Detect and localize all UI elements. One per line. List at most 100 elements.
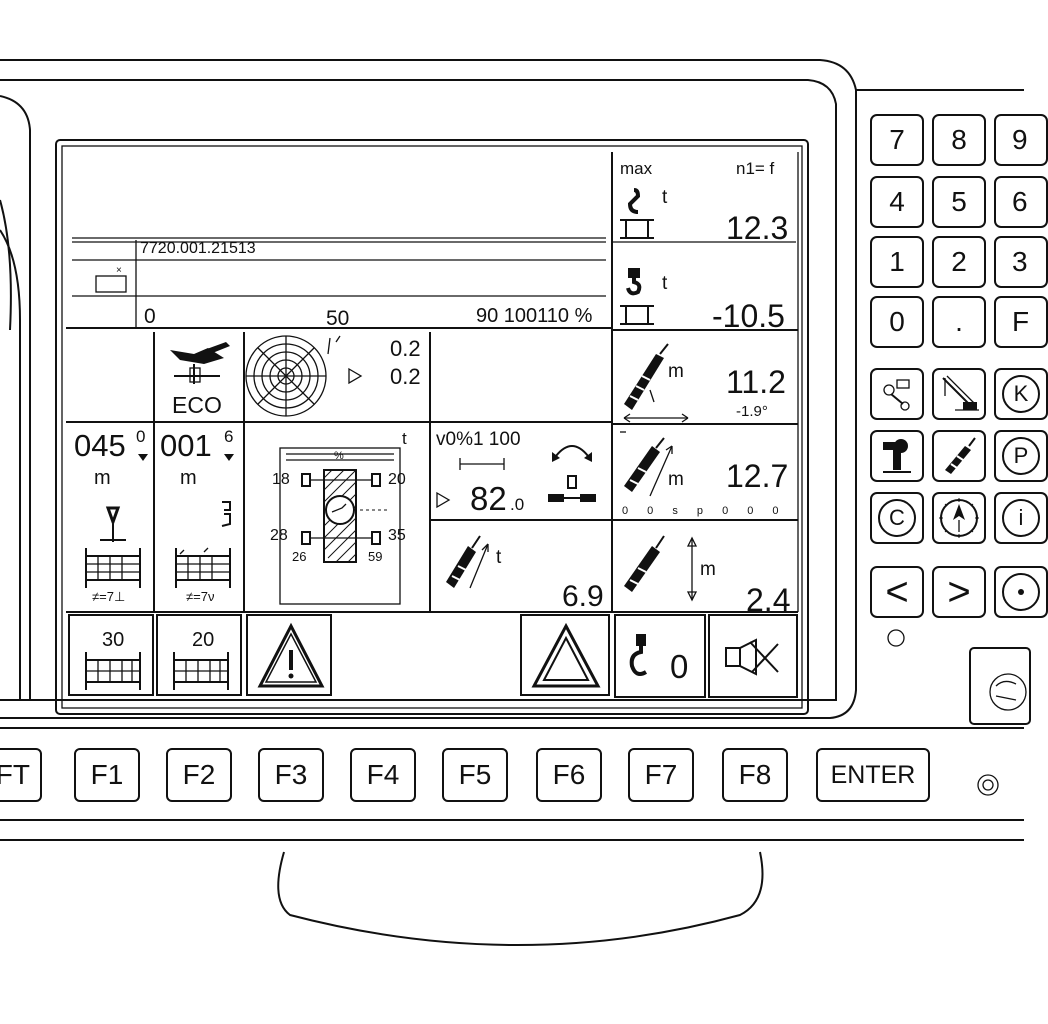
radar-icon: [245, 335, 341, 417]
outrigger-unit: t: [402, 429, 407, 448]
gauge2-down-icon: [224, 454, 234, 461]
progress-code: 7720.001.21513: [140, 240, 256, 257]
crane-key-button[interactable]: [932, 368, 986, 420]
drum2-value: 20: [192, 629, 215, 651]
gauge2-foot: ≠=7ν: [186, 589, 215, 604]
hook-count: 0: [670, 648, 689, 685]
hazard-icon: [531, 622, 601, 688]
outrigger-tl: 18: [272, 471, 290, 488]
winch-post-icon: [883, 439, 911, 473]
right-header-n1: n1= f: [736, 159, 775, 178]
speed-decimal: .0: [510, 495, 525, 514]
eco-label: ECO: [172, 392, 222, 418]
key-3[interactable]: 3: [994, 236, 1048, 288]
fkey-ft[interactable]: FT: [0, 748, 42, 802]
wrench-hook-icon: [883, 379, 910, 411]
r3-unit: m: [668, 361, 684, 382]
key-p-button[interactable]: P: [994, 430, 1048, 482]
crane-arm-icon: [942, 375, 979, 411]
scale-start: 0: [144, 305, 156, 328]
scale-mid: 50: [326, 307, 350, 330]
load-unit: t: [496, 547, 502, 568]
key-i-button[interactable]: i: [994, 492, 1048, 544]
boom-length-icon: [620, 431, 673, 497]
winch1-icon: [85, 506, 141, 588]
key-f[interactable]: F: [994, 296, 1048, 348]
hook-counter-button[interactable]: 0: [614, 614, 706, 698]
mute-icon: [725, 638, 779, 676]
r4-value: 12.7: [726, 458, 789, 494]
key-4[interactable]: 4: [870, 176, 924, 228]
key-2[interactable]: 2: [932, 236, 986, 288]
speed-play-icon: [436, 491, 451, 509]
gauge1-value: 045: [74, 428, 126, 463]
r1-value: 12.3: [726, 210, 789, 246]
key-k-button[interactable]: K: [994, 368, 1048, 420]
extra-key[interactable]: [994, 566, 1048, 618]
fkey-f7[interactable]: F7: [628, 748, 694, 802]
hook-icon: [629, 634, 648, 676]
outrigger-bl: 28: [270, 527, 288, 544]
key-decimal[interactable]: .: [932, 296, 986, 348]
load-value: 6.9: [562, 580, 604, 613]
hazard-button[interactable]: [520, 614, 610, 696]
tool-key-button[interactable]: [870, 368, 924, 420]
gauge2-unit: m: [180, 467, 197, 489]
key-9[interactable]: 9: [994, 114, 1048, 166]
device-housing: [0, 59, 1031, 946]
outrigger-pct: %: [334, 450, 344, 462]
boom-key-button[interactable]: [932, 430, 986, 482]
speed-label: v0%1 100: [436, 429, 521, 450]
speed-value: 82: [470, 480, 507, 517]
compass-key-button[interactable]: [932, 492, 986, 544]
drum1-button[interactable]: 30: [68, 614, 154, 696]
key-k: K: [1002, 375, 1040, 413]
fkey-f3[interactable]: F3: [258, 748, 324, 802]
fkey-f6[interactable]: F6: [536, 748, 602, 802]
key-8[interactable]: 8: [932, 114, 986, 166]
r4-ticks: 0 0 s p 0 0 0: [622, 505, 787, 517]
fkey-f1[interactable]: F1: [74, 748, 140, 802]
key-c-button[interactable]: C: [870, 492, 924, 544]
outrigger-tr: 20: [388, 471, 406, 488]
fkey-f4[interactable]: F4: [350, 748, 416, 802]
arrow-left-key[interactable]: <: [870, 566, 924, 618]
fkey-f5[interactable]: F5: [442, 748, 508, 802]
arrow-right-key[interactable]: >: [932, 566, 986, 618]
screen-grid: [66, 152, 799, 613]
key-0[interactable]: 0: [870, 296, 924, 348]
key-6[interactable]: 6: [994, 176, 1048, 228]
eco-value-bottom: 0.2: [390, 364, 421, 389]
progress-marker: ×: [116, 265, 122, 276]
winch-key-button[interactable]: [870, 430, 924, 482]
load-boom-icon: [446, 535, 489, 589]
r3-value: 11.2: [726, 364, 786, 400]
r2-value: -10.5: [712, 298, 785, 334]
fkey-f2[interactable]: F2: [166, 748, 232, 802]
gauge1-down-icon: [138, 454, 148, 461]
gauge2-sup: 6: [224, 427, 234, 446]
r2-unit: t: [662, 273, 668, 294]
boom-height-icon: [624, 535, 698, 602]
mute-button[interactable]: [708, 614, 798, 698]
rotation-icon: [548, 445, 596, 502]
hook-lift-icon: [620, 188, 654, 239]
progress-lines: [66, 237, 612, 329]
key-7[interactable]: 7: [870, 114, 924, 166]
eco-crane-icon: [170, 342, 230, 384]
compass-icon: [939, 498, 979, 538]
gauge1-foot: ≠=7⊥: [92, 589, 126, 604]
key-p: P: [1002, 437, 1040, 475]
winch2-icon: [175, 501, 231, 588]
key-5[interactable]: 5: [932, 176, 986, 228]
enter-key[interactable]: ENTER: [816, 748, 930, 802]
gauge2-value: 001: [160, 428, 212, 463]
warning-button[interactable]: [246, 614, 332, 696]
drum1-icon: [85, 652, 141, 690]
key-1[interactable]: 1: [870, 236, 924, 288]
r5-value: 2.4: [746, 582, 791, 618]
gauge1-unit: m: [94, 467, 111, 489]
fkey-f8[interactable]: F8: [722, 748, 788, 802]
warning-icon: [257, 622, 325, 688]
drum2-button[interactable]: 20: [156, 614, 242, 696]
